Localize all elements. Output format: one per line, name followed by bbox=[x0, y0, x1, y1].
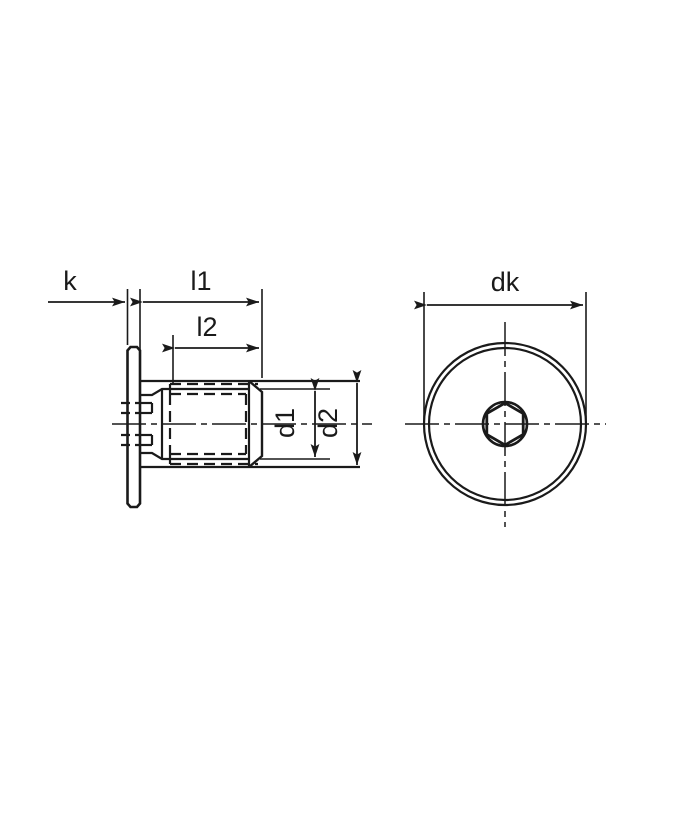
chamfer-outline bbox=[248, 380, 264, 468]
dimension-dk: dk bbox=[414, 267, 587, 424]
hidden-thread-lines bbox=[168, 382, 258, 466]
dimension-l2: l2 bbox=[162, 312, 259, 385]
body-end-chamfer bbox=[247, 380, 264, 468]
dimension-label-d2: d2 bbox=[313, 408, 343, 438]
hexagon-socket bbox=[485, 401, 525, 447]
dimension-d2: d2 bbox=[313, 370, 362, 465]
dimension-label-l2: l2 bbox=[196, 312, 217, 342]
dimension-d1: d1 bbox=[260, 378, 330, 460]
dimension-label-l1: l1 bbox=[190, 266, 211, 296]
sleeve-bottom-visible bbox=[140, 451, 249, 461]
flange-head-profile bbox=[126, 345, 142, 509]
hex-socket-hidden-detail bbox=[121, 401, 154, 447]
dimension-label-d1: d1 bbox=[270, 408, 300, 438]
head-inner-circle bbox=[427, 346, 583, 502]
dimension-label-k: k bbox=[63, 266, 77, 296]
sleeve-visible-outline bbox=[140, 387, 249, 461]
dimension-l1: l1 bbox=[130, 266, 263, 378]
side-section-view bbox=[112, 345, 372, 509]
dimension-label-dk: dk bbox=[491, 267, 520, 297]
sleeve-top-visible bbox=[140, 387, 249, 397]
